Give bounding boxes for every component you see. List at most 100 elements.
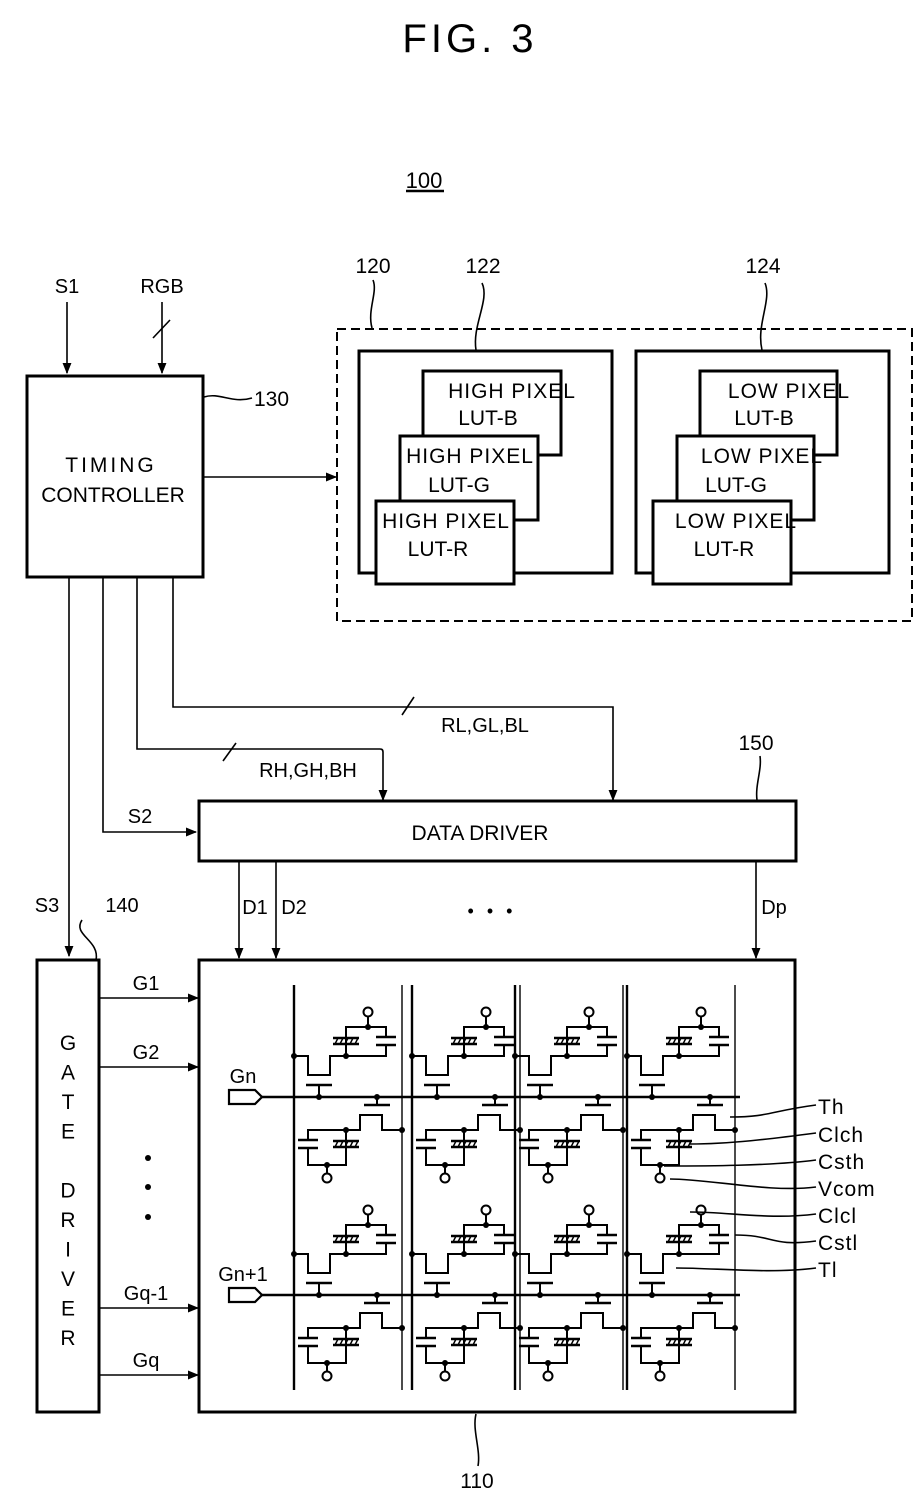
gate-driver-letter: T bbox=[62, 1091, 75, 1114]
low-data-bus-line bbox=[173, 578, 613, 800]
gn-label: Gn bbox=[230, 1066, 257, 1088]
junction-dot bbox=[517, 1127, 523, 1133]
junction-dot bbox=[343, 1325, 349, 1331]
timing-controller-label-line1: TIMING bbox=[65, 454, 157, 477]
low-lut-g-line2: LUT-G bbox=[705, 474, 767, 497]
vcom-terminal bbox=[323, 1372, 332, 1381]
junction-dot bbox=[343, 1127, 349, 1133]
junction-dot bbox=[649, 1292, 655, 1298]
gate-driver-letter: E bbox=[61, 1298, 75, 1321]
dp-label: Dp bbox=[761, 897, 787, 919]
callout-label: Cstl bbox=[818, 1232, 858, 1255]
gate-driver-letter: E bbox=[61, 1121, 75, 1144]
low-lut-g-line1: LOW PIXEL bbox=[701, 445, 823, 468]
junction-dot bbox=[676, 1325, 682, 1331]
callout-label: Th bbox=[818, 1096, 845, 1119]
callout-label: Csth bbox=[818, 1151, 865, 1174]
data-driver-leader bbox=[757, 756, 761, 800]
gate-ellipsis-dot bbox=[145, 1155, 151, 1161]
vcom-terminal bbox=[482, 1008, 491, 1017]
junction-dot bbox=[461, 1325, 467, 1331]
low-lut-r-line1: LOW PIXEL bbox=[675, 510, 797, 533]
junction-dot bbox=[399, 1325, 405, 1331]
junction-dot bbox=[564, 1127, 570, 1133]
high-lut-b-line1: HIGH PIXEL bbox=[448, 380, 576, 403]
vcom-terminal bbox=[697, 1206, 706, 1215]
timing-controller-label-line2: CONTROLLER bbox=[41, 484, 185, 507]
gate-driver-letter: D bbox=[60, 1180, 75, 1203]
d2-label: D2 bbox=[281, 897, 307, 919]
low-lut-b-line2: LUT-B bbox=[734, 407, 794, 430]
junction-dot bbox=[316, 1292, 322, 1298]
gate-driver-letter: R bbox=[60, 1327, 75, 1350]
low-pixel-lut-group-ref: 124 bbox=[745, 255, 780, 278]
vcom-terminal bbox=[697, 1008, 706, 1017]
gate-driver-letter: R bbox=[60, 1209, 75, 1232]
high-lut-r-line1: HIGH PIXEL bbox=[382, 510, 510, 533]
gate-driver-letter: A bbox=[61, 1062, 75, 1085]
g1-label: G1 bbox=[133, 973, 160, 995]
junction-dot bbox=[676, 1251, 682, 1257]
vcom-terminal bbox=[364, 1008, 373, 1017]
high-bus-slash bbox=[223, 743, 236, 761]
timing-controller-ref: 130 bbox=[254, 388, 289, 411]
junction-dot bbox=[537, 1292, 543, 1298]
high-lut-g-line2: LUT-G bbox=[428, 474, 490, 497]
vcom-terminal bbox=[441, 1174, 450, 1183]
s2-line bbox=[103, 578, 196, 832]
gate-driver-letter: I bbox=[65, 1239, 71, 1262]
high-lut-g-line1: HIGH PIXEL bbox=[406, 445, 534, 468]
gate-ellipsis-dot bbox=[145, 1214, 151, 1220]
junction-dot bbox=[343, 1053, 349, 1059]
junction-dot bbox=[620, 1127, 626, 1133]
low-lut-b-line1: LOW PIXEL bbox=[728, 380, 850, 403]
high-lut-r-line2: LUT-R bbox=[408, 538, 469, 561]
figure-reference: 100 bbox=[406, 168, 443, 193]
junction-dot bbox=[676, 1127, 682, 1133]
low-group-leader bbox=[761, 283, 767, 350]
junction-dot bbox=[732, 1325, 738, 1331]
display-panel-leader bbox=[475, 1414, 479, 1466]
junction-dot bbox=[732, 1127, 738, 1133]
vcom-terminal bbox=[585, 1008, 594, 1017]
high-lut-b-line2: LUT-B bbox=[458, 407, 518, 430]
gate-driver-leader bbox=[80, 920, 97, 960]
low-data-bus-label: RL,GL,BL bbox=[441, 715, 529, 737]
vcom-terminal bbox=[544, 1174, 553, 1183]
s1-label: S1 bbox=[55, 276, 79, 298]
gate-ellipsis-dot bbox=[145, 1184, 151, 1190]
junction-dot bbox=[676, 1053, 682, 1059]
junction-dot bbox=[564, 1251, 570, 1257]
junction-dot bbox=[461, 1053, 467, 1059]
gq-label: Gq bbox=[133, 1350, 160, 1372]
vcom-terminal bbox=[585, 1206, 594, 1215]
d1-label: D1 bbox=[242, 897, 268, 919]
gn1-label: Gn+1 bbox=[218, 1264, 267, 1286]
rgb-label: RGB bbox=[140, 276, 183, 298]
junction-dot bbox=[564, 1325, 570, 1331]
junction-dot bbox=[620, 1325, 626, 1331]
vcom-terminal bbox=[544, 1372, 553, 1381]
junction-dot bbox=[564, 1053, 570, 1059]
junction-dot bbox=[537, 1094, 543, 1100]
s2-label: S2 bbox=[128, 806, 152, 828]
gate-driver-letter: G bbox=[60, 1032, 76, 1055]
low-lut-r-line2: LUT-R bbox=[694, 538, 755, 561]
callout-label: Tl bbox=[818, 1259, 838, 1282]
callout-label: Clch bbox=[818, 1124, 864, 1147]
callout-label: Clcl bbox=[818, 1205, 857, 1228]
data-line-ellipsis: • • • bbox=[468, 901, 517, 921]
data-driver-ref: 150 bbox=[738, 732, 773, 755]
gate-driver-letter: V bbox=[61, 1268, 75, 1291]
lut-memory-ref: 120 bbox=[355, 255, 390, 278]
s3-label: S3 bbox=[35, 895, 59, 917]
timing-controller-leader bbox=[204, 396, 252, 400]
vcom-terminal bbox=[656, 1174, 665, 1183]
high-data-bus-label: RH,GH,BH bbox=[259, 760, 357, 782]
vcom-terminal bbox=[441, 1372, 450, 1381]
junction-dot bbox=[461, 1127, 467, 1133]
high-group-leader bbox=[475, 283, 484, 350]
display-panel-ref: 110 bbox=[460, 1470, 493, 1493]
junction-dot bbox=[434, 1094, 440, 1100]
vcom-terminal bbox=[656, 1372, 665, 1381]
